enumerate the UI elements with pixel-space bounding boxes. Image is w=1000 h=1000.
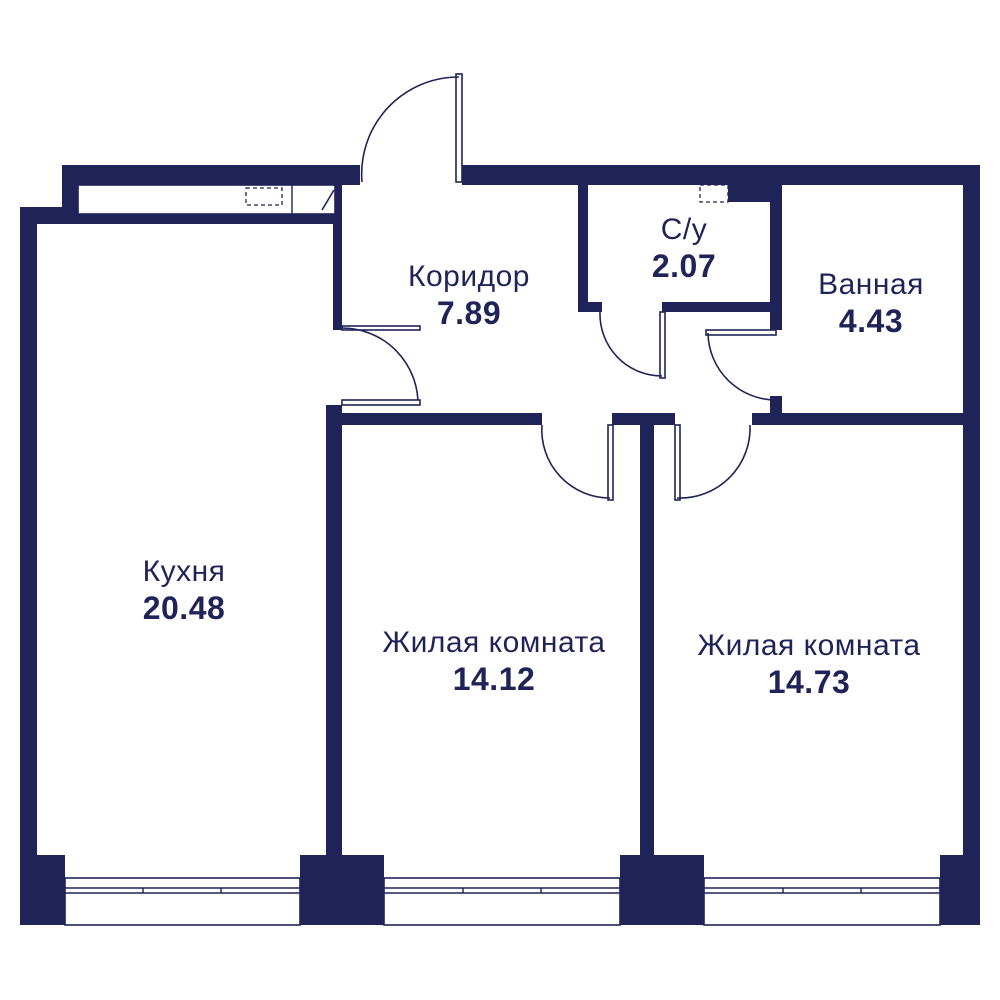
- wc-door-leaf: [659, 311, 666, 379]
- window-living1: [383, 877, 621, 926]
- corridor-name: Коридор: [408, 260, 530, 293]
- wc-bottom-wall: [578, 302, 602, 312]
- living1-door-swing: [541, 424, 611, 499]
- kitchen-label: Кухня 20.48: [143, 555, 226, 626]
- living1-name: Жилая комната: [382, 626, 606, 659]
- corridor-bottom-wall-right: [752, 413, 967, 425]
- kitchen-top-wall: [37, 214, 335, 224]
- walls: [20, 165, 980, 925]
- windows: [64, 184, 941, 926]
- pillar-mid-right: [620, 855, 704, 925]
- wc-door-swing: [599, 311, 663, 377]
- outer-wall-left: [20, 207, 37, 925]
- outer-wall-balcony-left: [62, 165, 78, 210]
- pillar-right: [940, 855, 980, 925]
- outer-wall-top-left: [62, 165, 360, 185]
- living1-door-leaf: [607, 424, 614, 501]
- pillar-left: [20, 855, 65, 925]
- window-living2: [703, 877, 941, 926]
- living1-label: Жилая комната 14.12: [382, 626, 605, 697]
- pillar-mid-left: [300, 855, 384, 925]
- corridor-bottom-wall-mid: [612, 413, 675, 425]
- corridor-left-wall-upper: [333, 182, 342, 330]
- living2-label: Жилая комната 14.73: [697, 629, 920, 700]
- entrance-door-swing: [360, 76, 460, 183]
- kitchen-area: 20.48: [142, 589, 226, 626]
- window-balcony-strip: [77, 184, 336, 215]
- wc-fixture: [699, 184, 729, 203]
- kitchen-right-wall: [326, 405, 342, 925]
- bathroom-area: 4.43: [838, 302, 904, 339]
- living-rooms-divider: [640, 420, 654, 925]
- kitchen-name: Кухня: [142, 555, 226, 588]
- bathroom-door-leaf: [705, 329, 777, 336]
- living2-door-swing: [676, 424, 751, 499]
- living2-door-leaf: [674, 424, 681, 501]
- bathroom-wall-stub: [770, 396, 782, 418]
- doors: [341, 73, 777, 501]
- wc-area: 2.07: [651, 247, 717, 284]
- entrance-door-leaf: [455, 73, 463, 183]
- fixtures: [245, 182, 771, 214]
- corridor-label: Коридор 7.89: [408, 260, 530, 331]
- living1-area: 14.12: [452, 660, 536, 697]
- outer-wall-top-right: [462, 165, 980, 185]
- wc-label: С/у 2.07: [652, 213, 716, 284]
- wc-bath-divider: [770, 182, 782, 330]
- living2-name: Жилая комната: [697, 629, 921, 662]
- kitchen-door-swing: [341, 327, 419, 405]
- outer-wall-right: [963, 165, 980, 925]
- wc-name: С/у: [660, 213, 708, 246]
- bathroom-name: Ванная: [818, 268, 924, 301]
- balcony-fixture: [245, 187, 283, 206]
- bathroom-label: Ванная 4.43: [818, 268, 924, 339]
- corridor-area: 7.89: [436, 294, 502, 331]
- wc-left-wall: [578, 182, 588, 312]
- bathroom-door-swing: [707, 332, 777, 401]
- window-kitchen: [64, 877, 301, 926]
- wc-bottom-wall-right: [662, 302, 774, 312]
- corridor-bottom-wall-left: [340, 413, 542, 425]
- living2-area: 14.73: [767, 663, 851, 700]
